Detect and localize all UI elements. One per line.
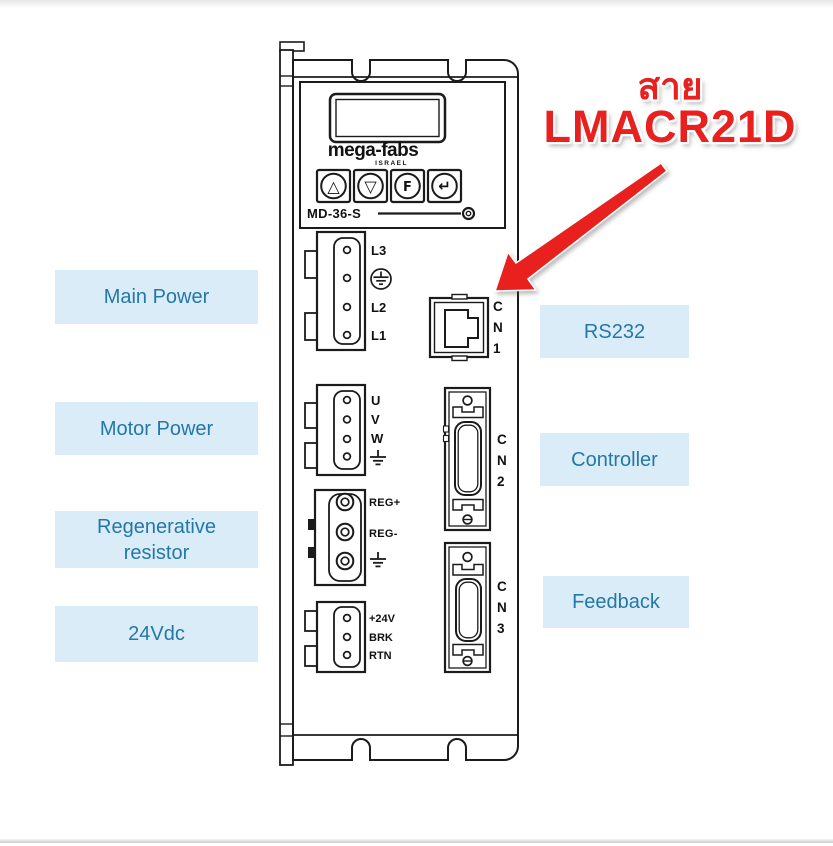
pin-l3: L3 [371,243,386,258]
label-rs232: RS232 [540,305,689,358]
pin-l2: L2 [371,300,386,315]
pin-u: U [371,393,380,408]
down-arrow-icon: ▽ [364,177,377,196]
main-power-connector: L3 L2 L1 [304,230,392,352]
brand-origin: ISRAEL [375,160,408,167]
pin-v: V [371,412,380,427]
page-bottom-edge [0,839,833,843]
svg-text:N: N [497,453,507,468]
motor-power-connector: U V W [304,383,386,477]
enter-button: ↵ [426,168,463,204]
regenerative-resistor-connector: REG+ REG- [308,488,400,587]
enter-icon: ↵ [438,177,451,195]
protective-earth-icon [370,268,392,290]
brand-logo: mega-fabs [328,140,419,161]
label-main-power: Main Power [55,270,258,324]
lcd-display [328,92,447,144]
dc24v-connector: +24V BRK RTN [304,600,396,674]
label-feedback: Feedback [543,576,689,628]
svg-text:N: N [497,600,507,615]
pin-brk: BRK [369,632,393,644]
label-motor-power: Motor Power [55,402,258,455]
svg-text:N: N [493,320,503,335]
down-button: ▽ [352,168,389,204]
rj-jack-icon [444,309,479,348]
label-regenerative-resistor: Regenerative resistor [55,511,258,568]
function-icon: F [403,180,412,195]
cable-annotation-thai: สาย [637,66,703,107]
pin-reg-minus: REG- [369,528,398,540]
label-24vdc: 24Vdc [55,606,258,662]
cable-annotation-code: LMACR21D [543,101,797,152]
page-top-edge [0,0,833,8]
pin-l1: L1 [371,328,386,343]
earth-ground-icon [370,552,386,568]
svg-text:C: C [497,579,507,594]
svg-text:3: 3 [497,621,505,636]
function-button: F [389,168,426,204]
svg-text:2: 2 [497,474,505,489]
pin-w: W [371,431,384,446]
pin-rtn: RTN [369,650,392,662]
operator-panel: mega-fabs ISRAEL △ ▽ F ↵ M [299,81,506,229]
up-arrow-icon: △ [327,177,340,196]
svg-text:C: C [493,299,503,314]
drive-line-art: mega-fabs ISRAEL △ ▽ F ↵ M [279,41,519,766]
pin-24v: +24V [369,613,396,625]
pin-reg-plus: REG+ [369,497,400,509]
up-button: △ [315,168,352,204]
model-label: MD-36-S [307,206,361,221]
earth-ground-icon [370,450,386,466]
status-led [461,206,476,221]
label-controller: Controller [540,433,689,486]
dsub-socket-icon [455,578,482,642]
dsub-socket-icon [454,421,482,496]
cn1-connector: C N 1 [428,293,503,362]
cn2-connector: C N 2 [442,386,507,532]
svg-text:1: 1 [493,341,501,356]
svg-text:C: C [497,432,507,447]
cn3-connector: C N 3 [443,541,507,674]
